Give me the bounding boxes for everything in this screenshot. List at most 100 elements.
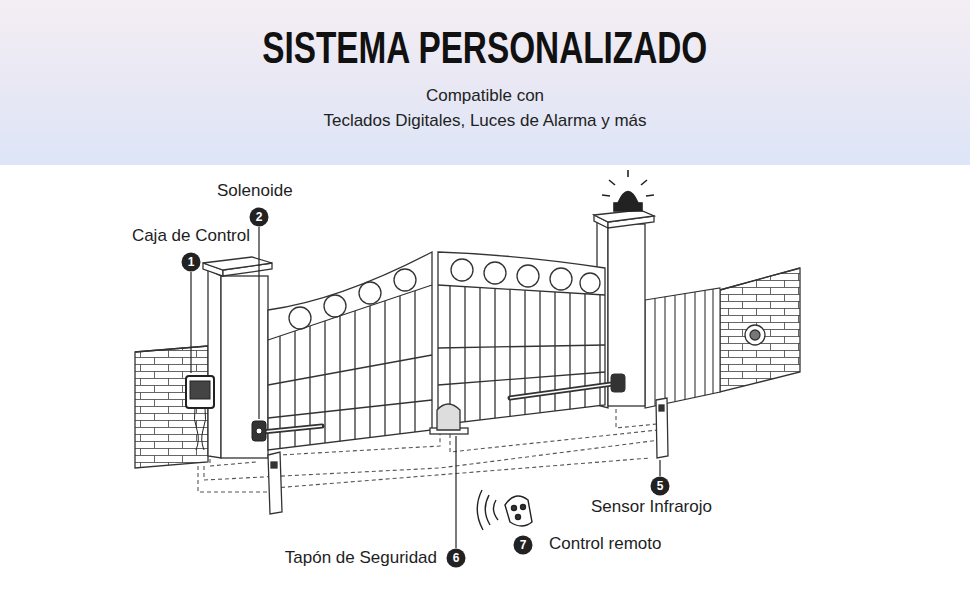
fence-panel — [712, 289, 713, 393]
solenoid-part — [256, 428, 262, 434]
gate-left-leaf — [324, 321, 325, 443]
gate-left-leaf — [289, 307, 311, 329]
remote-control — [512, 506, 517, 511]
safety-stopper — [430, 404, 468, 434]
gate-right-leaf — [438, 345, 605, 348]
alarm-beacon — [646, 195, 654, 196]
gate-opener-arm — [262, 426, 322, 432]
gate-opener-arm — [262, 426, 322, 432]
gate-left-leaf — [354, 311, 355, 439]
wall-lamp — [745, 325, 765, 345]
leader-line — [455, 436, 456, 548]
remote-control — [493, 500, 498, 520]
leader-line — [659, 460, 660, 476]
callout-circle — [182, 253, 201, 272]
dashed-wiring — [450, 430, 658, 452]
infrared-sensor — [656, 398, 668, 458]
gate-right-leaf — [584, 294, 585, 408]
gate-right-leaf — [494, 288, 495, 418]
solenoid-part — [252, 421, 266, 441]
fence-panel — [694, 292, 695, 397]
subtitle-line: Compatible con — [426, 85, 544, 107]
page-title: SISTEMA PERSONALIZADO — [263, 24, 708, 72]
gate-left-leaf — [268, 252, 432, 450]
alarm-beacon — [614, 203, 642, 211]
callout-number: 7 — [514, 536, 533, 555]
brick-wall — [720, 268, 800, 392]
right-pillar — [608, 224, 645, 406]
callout-circle — [651, 477, 670, 496]
gate-right-leaf — [550, 268, 572, 290]
control-box — [186, 376, 214, 450]
control-box — [186, 376, 214, 408]
gate-left-leaf — [399, 296, 400, 434]
right-pillar — [594, 210, 654, 222]
left-pillar — [208, 270, 221, 458]
part-label: Tapón de Seguridad — [285, 548, 437, 568]
fence-panel — [645, 288, 720, 408]
remote-control — [505, 496, 532, 526]
gate-left-leaf — [268, 285, 432, 340]
left-pillar — [221, 276, 268, 458]
wall-lamp — [750, 330, 760, 340]
fence-panel — [674, 295, 675, 401]
gate-right-leaf — [517, 265, 539, 287]
gate-left-leaf — [268, 355, 432, 385]
gate-left-leaf — [414, 291, 415, 432]
fence-panel — [704, 290, 705, 395]
gate-left-leaf — [339, 316, 340, 441]
gate-right-leaf — [580, 273, 600, 293]
fence-panel — [664, 297, 665, 404]
remote-control — [477, 490, 532, 530]
callout-number: 5 — [651, 477, 670, 496]
gate-right-leaf — [599, 295, 600, 406]
brick-wall — [135, 346, 208, 352]
gate-left-leaf — [268, 400, 432, 418]
fence-panel — [684, 294, 685, 400]
part-label: Control remoto — [549, 534, 661, 554]
gate-right-leaf — [438, 252, 605, 425]
part-label: Sensor Infrarojo — [591, 497, 712, 517]
gate-opener-arm — [262, 374, 625, 432]
subtitle-line: Teclados Digitales, Luces de Alarma y má… — [323, 110, 646, 132]
infrared-sensor — [659, 405, 664, 411]
callout-number: 6 — [447, 549, 466, 568]
control-box — [194, 408, 198, 450]
callout-number: 2 — [250, 208, 269, 227]
brick-wall — [720, 268, 800, 290]
remote-control — [485, 495, 490, 525]
gate-right-leaf — [449, 286, 450, 424]
gate-left-leaf — [369, 306, 370, 438]
gate-left-leaf — [394, 269, 416, 291]
fence-panel — [645, 288, 720, 408]
control-box — [202, 408, 206, 450]
wall-lamp — [745, 325, 765, 345]
alarm-beacon — [627, 170, 629, 177]
gate-right-leaf — [451, 259, 473, 281]
leader-line — [258, 227, 259, 419]
alarm-beacon — [618, 192, 638, 204]
callout-circle — [250, 208, 269, 227]
gate-right-leaf — [464, 287, 465, 422]
safety-stopper — [437, 404, 460, 430]
leader-line — [190, 272, 191, 373]
part-label: Caja de Control — [132, 226, 250, 246]
gate-left-leaf — [268, 252, 432, 450]
left-pillar — [203, 257, 272, 458]
remote-control — [516, 515, 521, 520]
dashed-wiring — [198, 226, 660, 492]
left-pillar — [203, 257, 272, 270]
gate-opener-arm — [611, 374, 625, 392]
callout-circle — [447, 549, 466, 568]
alarm-beacon — [602, 195, 610, 196]
gate-opener-arm — [510, 384, 612, 398]
gate-right-leaf — [479, 288, 480, 421]
gate-opener-arm — [510, 384, 612, 398]
gate-left-leaf — [384, 301, 385, 436]
gate-right-leaf — [438, 372, 605, 385]
gate-right-leaf — [438, 252, 605, 425]
gate-right-leaf — [484, 262, 506, 284]
callout-number: 1 — [182, 253, 201, 272]
fence-panel — [654, 298, 655, 406]
